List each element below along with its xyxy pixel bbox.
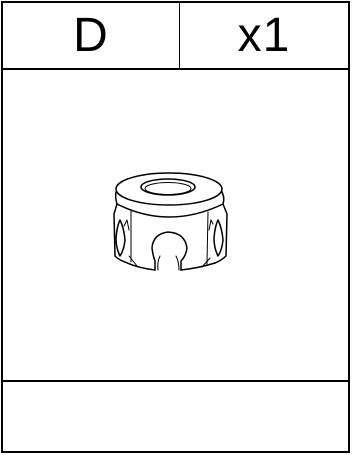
nut-slot-inner-right [175,255,180,271]
nut-foot-right [201,257,211,268]
nut-shoulder-line [116,203,224,218]
nut-bottom-left [124,261,156,271]
nut-right-window-edge [208,219,214,231]
nut-slot-inner-left [157,255,161,271]
collar-nut-icon [113,172,228,271]
nut-left-bevel [114,191,118,205]
nut-right-bevel [221,191,225,205]
part-quantity: x1 [237,8,291,62]
part-letter-cell: D [3,3,180,68]
nut-left-window [115,219,126,257]
nut-front-slot [151,231,188,271]
nut-top-face [115,172,223,206]
nut-left-side [113,203,126,263]
part-header: D x1 [3,3,348,70]
nut-right-side [214,203,228,264]
part-footer [3,382,348,451]
nut-bore-chamfer [144,182,192,195]
nut-rib-right [206,211,209,265]
quantity-cell: x1 [180,3,348,68]
nut-right-window [213,219,224,257]
part-letter: D [73,8,109,62]
nut-bottom-right [180,262,216,271]
nut-foot-left [128,255,138,267]
nut-bore [140,178,196,196]
nut-left-window-edge [123,219,130,231]
part-illustration-area [3,70,348,382]
